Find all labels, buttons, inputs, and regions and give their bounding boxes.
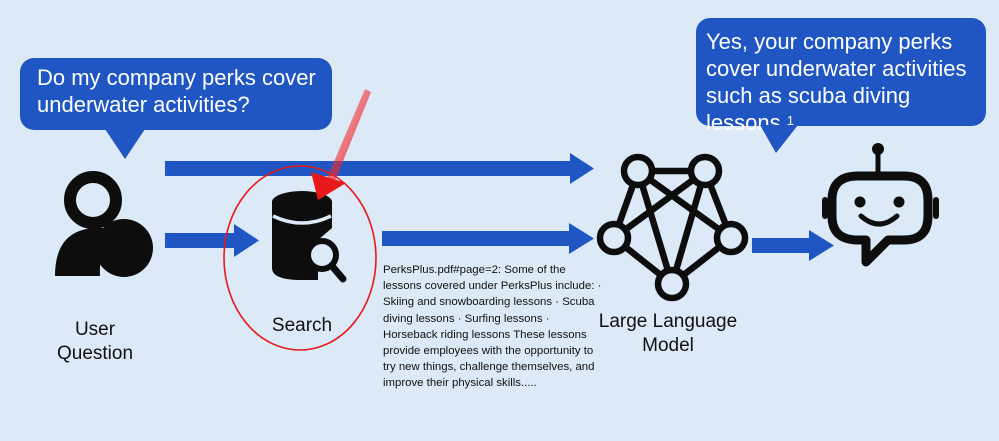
user-question-label: User Question [40,318,150,366]
bot-icon [822,143,939,267]
highlight-ellipse [223,165,377,351]
question-bubble-tail [105,129,145,159]
llm-label-line-1: Large Language [598,311,738,332]
user-label-line-2: Question [56,343,134,364]
search-label: Search [271,315,333,336]
arrow-llm-to-bot [752,230,834,261]
question-text: Do my company perks cover underwater act… [37,65,316,117]
arrow-user-to-llm [165,153,594,184]
answer-bubble-tail [760,125,798,153]
highlight-arrow [311,89,371,200]
llm-label: Large Language Model [588,310,748,358]
citation-marker: 1 [786,113,794,128]
answer-text: Yes, your company perks cover underwater… [706,29,967,135]
user-label-line-1: User [74,319,116,340]
database-search-icon [272,191,347,283]
answer-bubble: Yes, your company perks cover underwater… [696,18,986,135]
arrow-search-to-llm [382,223,594,254]
arrow-user-to-search [165,224,259,257]
retrieved-snippet: PerksPlus.pdf#page=2: Some of the lesson… [383,264,602,390]
network-icon [596,153,749,302]
llm-label-line-2: Model [642,335,694,356]
user-icon [55,171,153,277]
question-bubble: Do my company perks cover underwater act… [20,58,332,130]
